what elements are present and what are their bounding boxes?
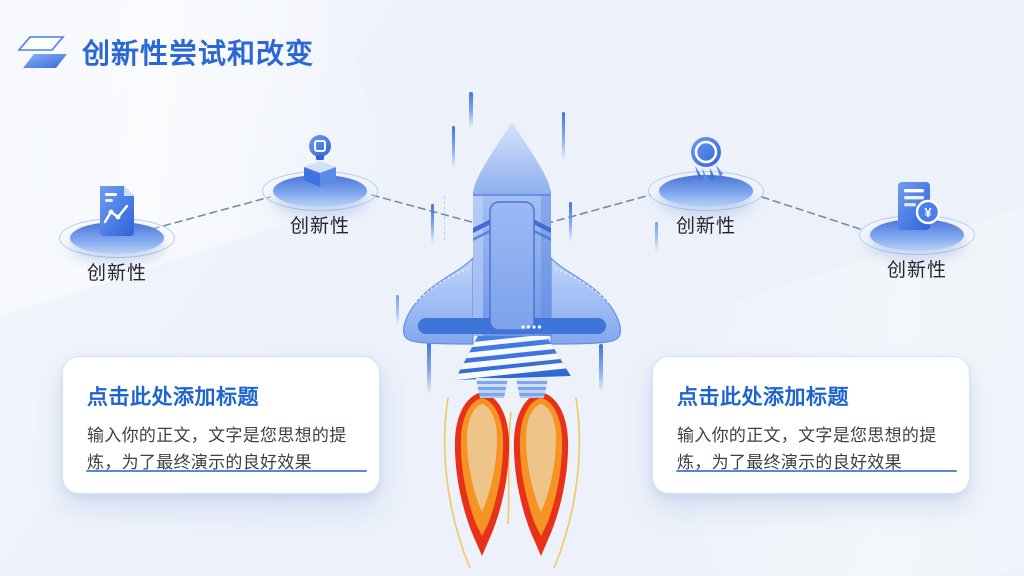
node-label: 创新性 [289,216,350,237]
rocket-nose-cone [473,122,551,194]
speed-line [396,295,399,325]
lightbulb-box-icon [304,135,336,187]
card-body[interactable]: 输入你的正文，文字是您思想的提炼，为了最终演示的良好效果 [677,426,937,473]
connector-node1-node2 [151,196,271,230]
speed-line [569,202,572,242]
node-label: 创新性 [86,263,147,284]
node-label: 创新性 [886,260,947,281]
receipt-yuan-icon: ¥ [898,182,941,230]
slide-title[interactable]: 创新性尝试和改变 [82,38,315,69]
card-underline [676,470,957,472]
rivet-dots [521,325,542,329]
connector-node3-node4 [761,196,861,230]
dotted-trail [444,196,445,240]
report-document-icon [100,186,134,236]
card-title[interactable]: 点击此处添加标题 [87,386,259,409]
node-label: 创新性 [675,216,736,237]
svg-text:¥: ¥ [924,205,932,220]
rocket-illustration [403,122,621,569]
rocket-window-panel [489,201,535,331]
card-body[interactable]: 输入你的正文，文字是您思想的提炼，为了最终演示的良好效果 [87,426,347,473]
speed-line [599,344,603,392]
text-card-left[interactable]: 点击此处添加标题 输入你的正文，文字是您思想的提炼，为了最终演示的良好效果 [62,356,380,494]
text-card-right[interactable]: 点击此处添加标题 输入你的正文，文字是您思想的提炼，为了最终演示的良好效果 [652,356,970,494]
speed-line [452,126,455,168]
engine-nozzles [476,378,548,398]
card-underline [86,470,367,472]
speed-line [431,204,434,244]
speed-line [562,112,565,160]
slide-header: 创新性尝试和改变 [14,30,314,74]
flame-strands [443,397,581,569]
rocket-skirt [453,330,571,381]
card-title[interactable]: 点击此处添加标题 [677,386,849,409]
speed-line [427,342,431,394]
logo-icon [17,36,67,68]
medal-ribbon-icon [691,137,723,182]
speed-line [469,92,473,128]
speed-line [655,222,658,252]
